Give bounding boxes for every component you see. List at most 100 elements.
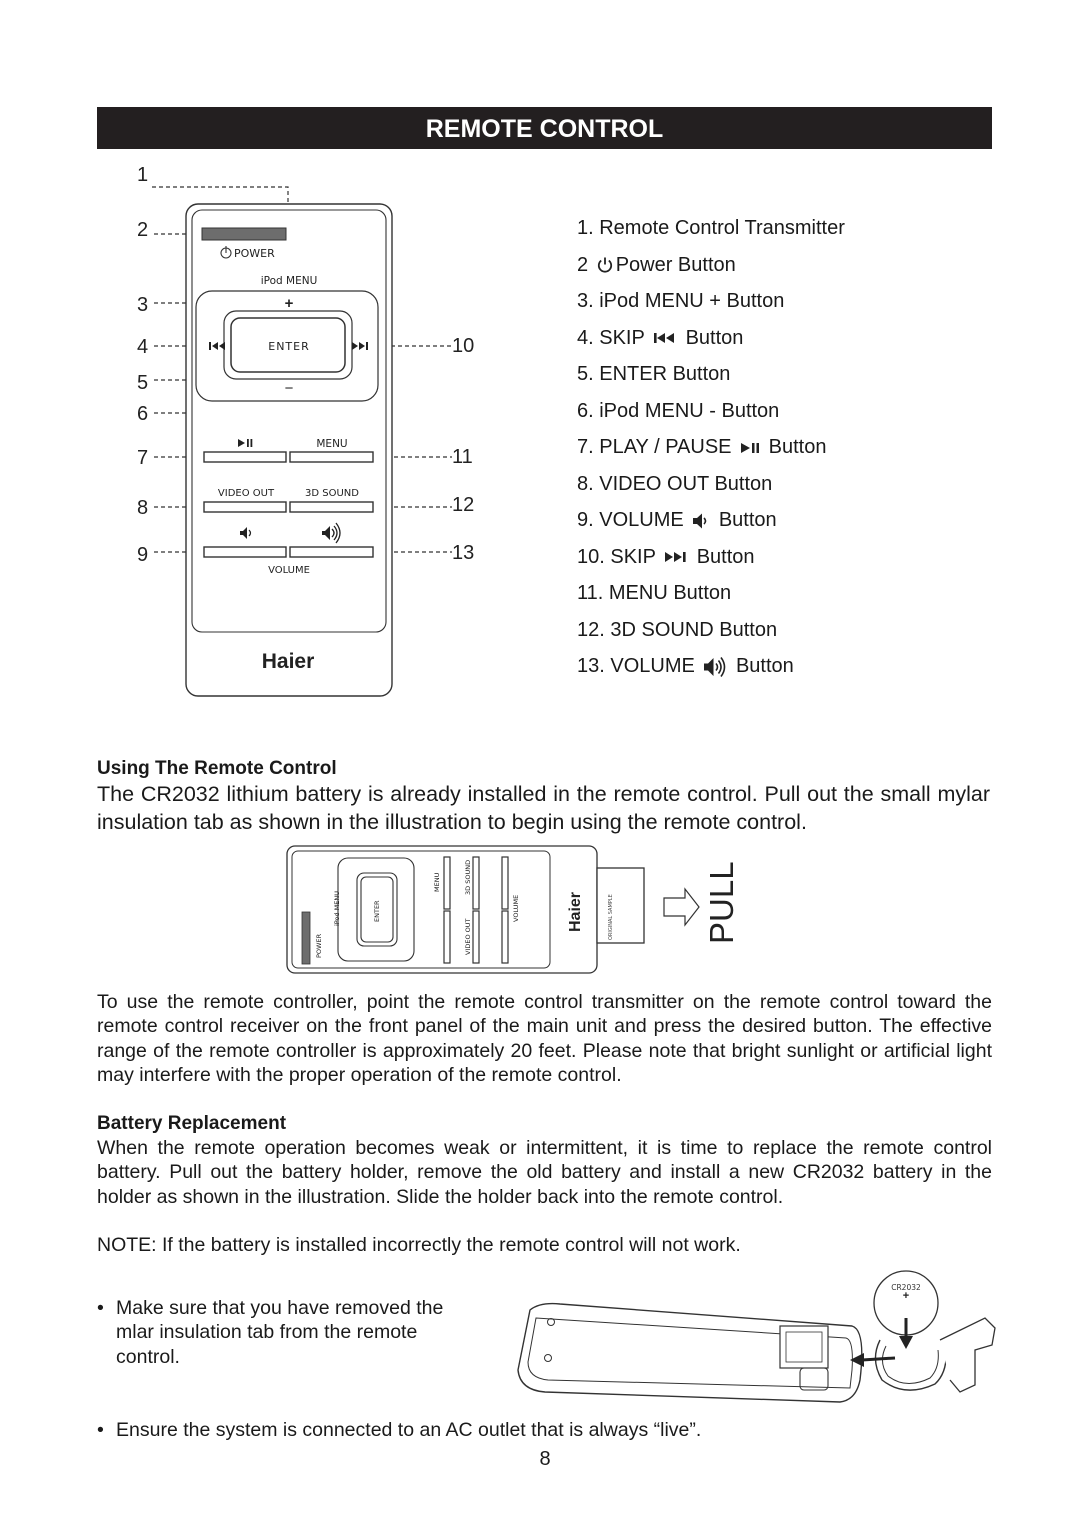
3d-sound-text: 3D SOUND (305, 488, 359, 499)
legend-item-text: 1. Remote Control Transmitter (577, 217, 845, 239)
callout-5: 5 (137, 372, 149, 394)
legend-item-text: 2 (577, 253, 594, 276)
legend-item-suffix: Button (680, 326, 744, 349)
battery-label: CR2032 (891, 1283, 921, 1292)
power-icon (596, 247, 614, 284)
enter-text: ENTER (268, 340, 310, 353)
volume-up-icon (702, 648, 728, 685)
volume-down-button (203, 546, 287, 558)
callout-7: 7 (137, 447, 149, 469)
legend-item-suffix: Button (763, 436, 827, 458)
enter-text-side: ENTER (373, 900, 381, 922)
legend-item: 2 Power Button (577, 247, 845, 284)
heading-battery-replacement: Battery Replacement (97, 1113, 287, 1134)
heading-using-remote: Using The Remote Control (97, 758, 337, 779)
menu-text: MENU (316, 438, 347, 450)
remote-face-panel (191, 209, 387, 633)
volume-up-small-icon (322, 522, 341, 544)
skip-back-small-icon (209, 342, 225, 350)
power-text: POWER (234, 247, 275, 260)
video-out-text: VIDEO OUT (218, 488, 275, 499)
play-pause-button (203, 451, 287, 463)
ipod-menu-text: iPod MENU (261, 275, 318, 287)
ipod-menu-text-side: iPod MENU (333, 891, 341, 926)
callout-2: 2 (137, 219, 149, 241)
remote-underside (517, 1302, 863, 1403)
skip-back-icon (652, 320, 678, 357)
callout-3: 3 (137, 294, 149, 316)
volume-text: VOLUME (268, 565, 310, 576)
callout-12: 12 (452, 494, 475, 516)
left-arrow-icon (850, 1353, 864, 1367)
legend-item: 9. VOLUME Button (577, 502, 845, 539)
legend-item-text: 6. iPod MENU - Button (577, 399, 780, 422)
pull-arrow-icon (663, 887, 700, 927)
callout-10: 10 (452, 335, 475, 357)
legend-item: 10. SKIP Button (577, 539, 845, 576)
battery-paragraph: When the remote operation becomes weak o… (97, 1137, 992, 1208)
legend-item: 1. Remote Control Transmitter (577, 210, 845, 247)
transmitter-window-side (301, 911, 311, 965)
menu-text-side: MENU (433, 872, 441, 892)
pull-text: PULL (703, 861, 740, 944)
video-out-button (203, 501, 287, 513)
plus-text: + (285, 295, 294, 312)
legend-item-suffix: Button (730, 655, 794, 677)
callout-4: 4 (137, 336, 149, 358)
legend-item: 7. PLAY / PAUSE Button (577, 429, 845, 466)
play-pause-small-icon (238, 439, 253, 447)
legend-item: 3. iPod MENU + Button (577, 283, 845, 320)
remote-front-diagram: POWER iPod MENU + ENTER − MENU VIDEO OUT… (152, 186, 452, 697)
menu-button (289, 451, 374, 463)
insulation-tab (596, 867, 645, 944)
3d-sound-text-side: 3D SOUND (464, 860, 472, 895)
play-pause-icon (739, 429, 761, 466)
legend-item-suffix: Button (713, 509, 777, 531)
power-label-icon (220, 246, 232, 259)
side-buttons (443, 856, 509, 964)
power-text-side: POWER (315, 933, 323, 958)
legend-item: 5. ENTER Button (577, 356, 845, 393)
haier-logo: Haier (262, 650, 315, 673)
callout-8: 8 (137, 497, 149, 519)
section-title: REMOTE CONTROL (425, 115, 664, 143)
callout-13: 13 (452, 542, 475, 564)
battery-plus: + (903, 1290, 909, 1302)
nav-pad-outer (195, 290, 379, 402)
skip-forward-small-icon (352, 342, 368, 350)
legend-item-suffix: Power Button (615, 253, 736, 276)
callout-9: 9 (137, 544, 149, 566)
haier-logo-side: Haier (567, 892, 584, 932)
remote-side-face (291, 850, 551, 969)
tab-text: ORIGINAL SAMPLE (608, 894, 614, 940)
legend-item-text: 11. MENU Button (577, 582, 732, 604)
legend-item-text: 10. SKIP (577, 545, 662, 568)
legend-item-text: 3. iPod MENU + Button (577, 290, 785, 312)
legend-item: 8. VIDEO OUT Button (577, 466, 845, 503)
intro-paragraph: The CR2032 lithium battery is already in… (97, 782, 990, 834)
bullet-2: Ensure the system is connected to an AC … (116, 1419, 702, 1441)
callout-1: 1 (137, 164, 149, 186)
usage-paragraph: To use the remote controller, point the … (97, 991, 992, 1087)
legend-item-text: 9. VOLUME (577, 509, 690, 531)
volume-up-button (289, 546, 374, 558)
button-legend: 1. Remote Control Transmitter 2 Power But… (577, 210, 845, 685)
remote-underside-inner (527, 1317, 853, 1389)
bullet-marker-1: • (97, 1297, 104, 1319)
legend-item-text: 13. VOLUME (577, 655, 701, 677)
legend-item-text: 5. ENTER Button (577, 363, 731, 385)
bullet-1: Make sure that you have removed the mlar… (116, 1297, 444, 1368)
section-title-bar: REMOTE CONTROL (97, 107, 992, 149)
skip-forward-icon (663, 539, 689, 576)
pull-tab-diagram: POWER iPod MENU ENTER MENU 3D SOUND VIDE… (286, 845, 740, 974)
legend-item-suffix: Button (691, 545, 755, 568)
3d-sound-button (289, 501, 374, 513)
callout-6: 6 (137, 403, 149, 425)
note-paragraph: NOTE: If the battery is installed incorr… (97, 1234, 741, 1256)
legend-item-text: 8. VIDEO OUT Button (577, 472, 773, 495)
down-arrow-icon (899, 1336, 913, 1349)
volume-down-small-icon (240, 527, 252, 539)
legend-item: 6. iPod MENU - Button (577, 393, 845, 430)
legend-item-text: 12. 3D SOUND Button (577, 618, 778, 641)
minus-text: − (285, 380, 294, 397)
